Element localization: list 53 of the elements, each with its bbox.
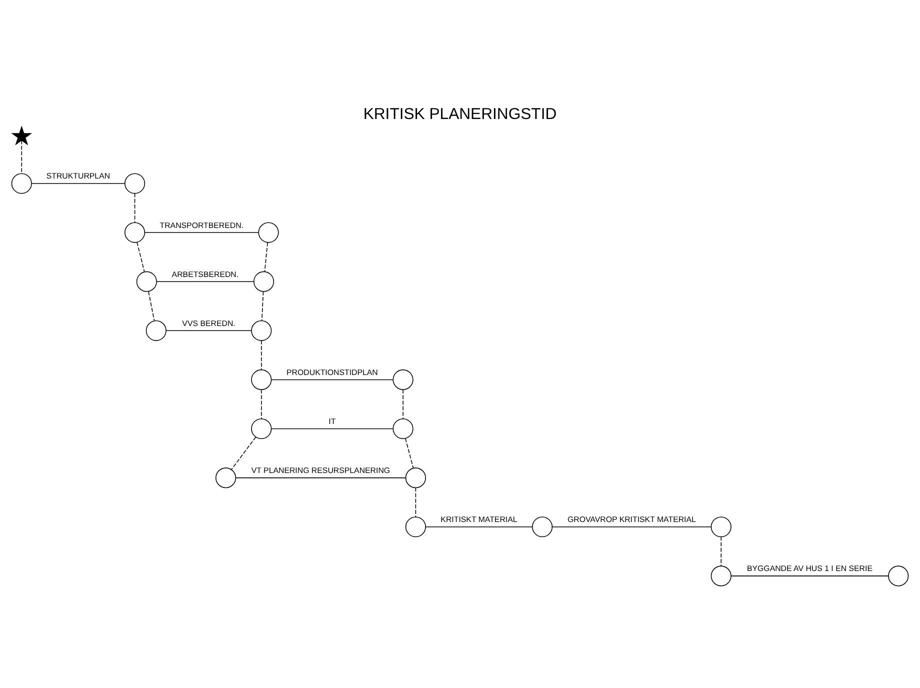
connector	[402, 388, 404, 419]
edge-label: BYGGANDE AV HUS 1 I EN SERIE	[746, 564, 872, 573]
node-circle	[251, 418, 272, 439]
connector	[261, 290, 264, 321]
connector	[235, 476, 406, 478]
connector	[148, 290, 155, 321]
node-circle	[124, 172, 146, 194]
connector	[136, 241, 145, 272]
edge-label: IT	[328, 416, 336, 426]
connector	[156, 280, 254, 282]
node-star	[11, 125, 32, 145]
connector	[270, 428, 394, 429]
connector	[270, 378, 394, 380]
node-circle	[710, 565, 732, 586]
node-circle	[258, 222, 279, 242]
node-circle	[532, 516, 553, 537]
node-circle	[251, 368, 272, 390]
connector	[231, 436, 256, 470]
connector	[720, 536, 722, 566]
edge-label: GROVAVROP KRITISKT MATERIAL	[567, 514, 696, 524]
connector	[166, 330, 252, 331]
edge-label: KRITISKT MATERIAL	[440, 514, 518, 524]
node-circle	[405, 467, 426, 488]
node-circle	[253, 270, 274, 292]
edge-label: VVS BEREDN.	[182, 318, 236, 328]
node-circle	[136, 270, 157, 292]
connector	[264, 242, 268, 272]
node-circle	[216, 467, 236, 488]
edge-label: PRODUKTIONSTIDPLAN	[286, 367, 378, 376]
connector	[405, 438, 414, 468]
node-circle	[710, 516, 732, 537]
edge-label: TRANSPORTBEREDN.	[160, 220, 244, 230]
node-circle	[146, 320, 166, 340]
connector	[730, 575, 889, 576]
diagram-title: KRITISK PLANERINGSTID	[363, 105, 557, 122]
connector	[415, 486, 416, 517]
edge-label: STRUKTURPLAN	[46, 171, 110, 180]
connector	[261, 388, 262, 419]
edge-label: ARBETSBEREDN.	[172, 269, 239, 278]
node-circle	[888, 565, 909, 586]
node-circle	[11, 172, 32, 194]
edge-label: VT PLANERING RESURSPLANERING	[251, 466, 390, 475]
connector	[261, 340, 262, 370]
node-circle	[124, 222, 146, 242]
connector	[552, 526, 712, 527]
connector	[31, 182, 125, 184]
connector	[134, 192, 136, 223]
node-circle	[392, 418, 414, 439]
node-circle	[405, 516, 426, 537]
node-circle	[392, 368, 414, 390]
node-circle	[251, 320, 272, 340]
connector	[21, 139, 22, 174]
connector	[425, 526, 532, 527]
